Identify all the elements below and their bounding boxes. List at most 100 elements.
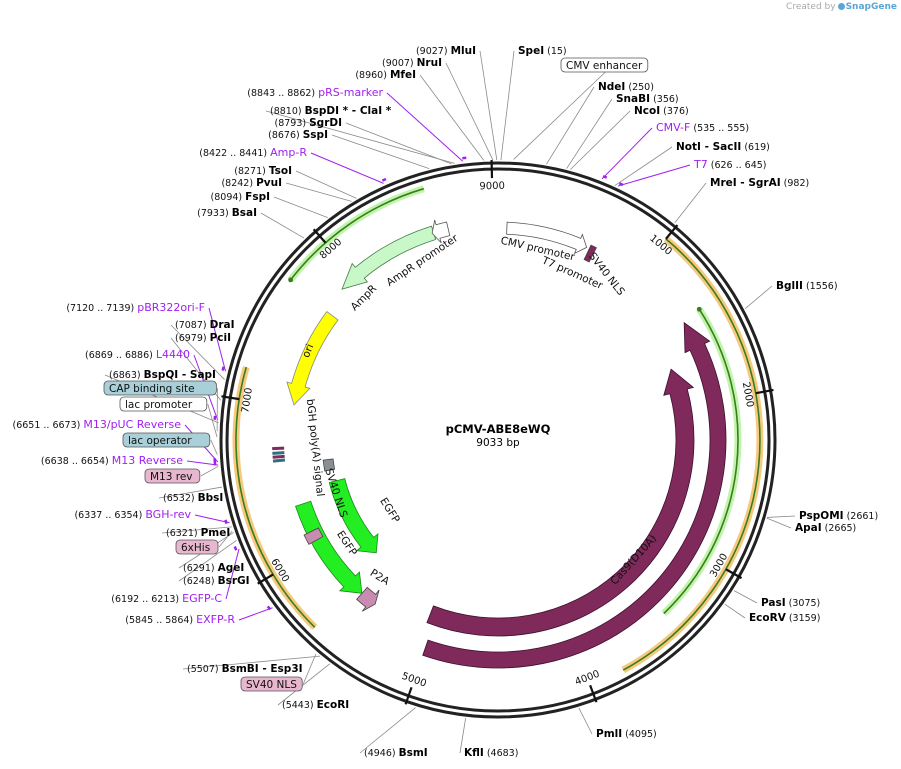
site-kfli[interactable]: KflI (4683) bbox=[464, 747, 518, 759]
site-mrei[interactable]: MreI - SgrAI (982) bbox=[710, 177, 809, 189]
site-noti[interactable]: NotI - SacII (619) bbox=[676, 141, 770, 153]
primer-exfp-r[interactable]: (5845 .. 5864) EXFP-R bbox=[125, 613, 235, 626]
site-position: (6291) bbox=[183, 563, 218, 574]
primer-egfp-c[interactable]: (6192 .. 6213) EGFP-C bbox=[111, 592, 222, 605]
site-mlui[interactable]: (9027) MluI bbox=[416, 45, 476, 57]
primer-m13-puc-reverse[interactable]: (6651 .. 6673) M13/pUC Reverse bbox=[13, 418, 182, 431]
box-label-cmv-enhancer[interactable]: CMV enhancer bbox=[560, 57, 649, 73]
ampr-promoter-feature[interactable] bbox=[431, 219, 451, 244]
ampr-feature[interactable] bbox=[341, 225, 437, 290]
backbone-outer bbox=[219, 161, 777, 719]
primer-m13-reverse[interactable]: (6638 .. 6654) M13 Reverse bbox=[41, 454, 183, 467]
primer-t7[interactable]: T7 (626 .. 645) bbox=[693, 158, 767, 171]
site-label: (4946) BsmI bbox=[364, 747, 428, 759]
site-spei[interactable]: SpeI (15) bbox=[518, 45, 567, 57]
box-label-lac-promoter[interactable]: lac promoter bbox=[119, 396, 208, 412]
primer-name: Amp-R bbox=[270, 146, 307, 159]
leader-line bbox=[614, 146, 673, 186]
site-position: (4683) bbox=[484, 748, 519, 759]
site-bbsi[interactable]: (6532) BbsI bbox=[163, 492, 223, 504]
site-label: PasI (3075) bbox=[761, 597, 820, 609]
site-ecorv[interactable]: EcoRV (3159) bbox=[749, 612, 820, 624]
site-ndei[interactable]: NdeI (250) bbox=[598, 81, 654, 93]
primer-label: (8843 .. 8862) pRS-marker bbox=[247, 86, 383, 99]
site-sspi[interactable]: (8676) SspI bbox=[268, 129, 328, 141]
site-bsrgi[interactable]: (6248) BsrGI bbox=[183, 575, 250, 587]
feature-label-cas9: Cas9 bbox=[596, 515, 625, 544]
primer-range: (8422 .. 8441) bbox=[199, 148, 270, 159]
leader-line bbox=[445, 62, 494, 161]
egfp-inner-feature[interactable] bbox=[328, 478, 379, 554]
site-label: (6248) BsrGI bbox=[183, 575, 250, 587]
site-bspdi[interactable]: (8810) BspDI * - ClaI * bbox=[270, 105, 392, 117]
site-position: (619) bbox=[741, 142, 770, 153]
bgh-polya-feature[interactable] bbox=[322, 458, 336, 472]
sv40-nls-top-feature[interactable] bbox=[583, 244, 597, 263]
primer-leader bbox=[194, 514, 230, 524]
egfp-outer-feature[interactable] bbox=[295, 500, 363, 594]
box-label-m13-rev[interactable]: M13 rev bbox=[144, 468, 201, 484]
box-label-text: M13 rev bbox=[150, 471, 193, 483]
site-fspi[interactable]: (8094) FspI bbox=[211, 191, 270, 203]
leader-line bbox=[161, 526, 232, 534]
leader-line bbox=[260, 212, 305, 239]
sv40-nls-mid-feature[interactable] bbox=[303, 527, 324, 545]
site-pvui[interactable]: (8242) PvuI bbox=[221, 177, 282, 189]
site-label: (6863) BspQI - SapI bbox=[109, 369, 216, 381]
site-tsoi[interactable]: (8271) TsoI bbox=[234, 165, 292, 177]
site-ncoi[interactable]: NcoI (376) bbox=[634, 105, 689, 117]
orf-arrow-head bbox=[696, 306, 702, 312]
primer-pbr322ori-f[interactable]: (7120 .. 7139) pBR322ori-F bbox=[66, 301, 205, 314]
site-label: KflI (4683) bbox=[464, 747, 518, 759]
site-bsmbi[interactable]: (5507) BsmBI - Esp3I bbox=[187, 663, 303, 675]
primer-label: (7120 .. 7139) pBR322ori-F bbox=[66, 301, 205, 314]
box-label-cap-binding[interactable]: CAP binding site bbox=[103, 380, 217, 396]
site-ecori[interactable]: (5443) EcoRI bbox=[282, 699, 349, 711]
primer-amp-r[interactable]: (8422 .. 8441) Amp-R bbox=[199, 146, 307, 159]
primer-prs-marker[interactable]: (8843 .. 8862) pRS-marker bbox=[247, 86, 383, 99]
primer-leader bbox=[186, 460, 219, 466]
leader-line bbox=[744, 285, 773, 309]
cmv-promoter-feature[interactable] bbox=[506, 221, 588, 255]
site-pmei[interactable]: (6321) PmeI bbox=[166, 527, 230, 539]
site-label: (5443) EcoRI bbox=[282, 699, 349, 711]
site-mfei[interactable]: (8960) MfeI bbox=[355, 69, 416, 81]
site-pcii[interactable]: (6979) PciI bbox=[175, 332, 231, 344]
site-snabi[interactable]: SnaBI (356) bbox=[616, 93, 679, 105]
primer-range: (7120 .. 7139) bbox=[66, 303, 137, 314]
ori-feature[interactable] bbox=[286, 311, 339, 406]
primer-bgh-rev[interactable]: (6337 .. 6354) BGH-rev bbox=[74, 508, 191, 521]
site-pspomi[interactable]: PspOMI (2661) bbox=[799, 510, 878, 522]
site-nrui[interactable]: (9007) NruI bbox=[382, 57, 442, 69]
site-bsmi[interactable]: (4946) BsmI bbox=[364, 747, 428, 759]
site-bsai[interactable]: (7933) BsaI bbox=[197, 207, 257, 219]
site-drai[interactable]: (7087) DraI bbox=[175, 319, 235, 331]
site-position: (1556) bbox=[803, 281, 838, 292]
site-position: (6532) bbox=[163, 493, 198, 504]
cas9-arc[interactable] bbox=[426, 368, 695, 637]
watermark-brand: SnapGene bbox=[845, 2, 897, 12]
box-label-lac-operator[interactable]: lac operator bbox=[122, 432, 211, 448]
site-pasi[interactable]: PasI (3075) bbox=[761, 597, 820, 609]
tick-label: 7000 bbox=[240, 387, 255, 414]
box-label-frame bbox=[240, 676, 303, 692]
site-name: BsrGI bbox=[218, 575, 250, 587]
box-label-his6[interactable]: 6xHis bbox=[175, 539, 219, 555]
site-pmli[interactable]: PmlI (4095) bbox=[596, 728, 657, 740]
site-bglii[interactable]: BglII (1556) bbox=[776, 280, 838, 292]
primer-range: (6638 .. 6654) bbox=[41, 456, 112, 467]
box-label-sv40-nls[interactable]: SV40 NLS bbox=[240, 676, 303, 692]
primer-cmv-f[interactable]: CMV-F (535 .. 555) bbox=[656, 121, 749, 134]
cas9-d10a-arc[interactable] bbox=[422, 321, 727, 669]
primer-name: EXFP-R bbox=[196, 613, 235, 626]
site-apai[interactable]: ApaI (2665) bbox=[795, 522, 856, 534]
primer-range: (6337 .. 6354) bbox=[74, 510, 145, 521]
box-leader bbox=[200, 465, 219, 477]
primer-l4440[interactable]: (6869 .. 6886) L4440 bbox=[85, 348, 190, 361]
primer-name: pBR322ori-F bbox=[137, 301, 205, 314]
site-position: (376) bbox=[660, 106, 689, 117]
site-sgrdi[interactable]: (8793) SgrDI bbox=[275, 117, 343, 129]
site-agei[interactable]: (6291) AgeI bbox=[183, 562, 244, 574]
site-bspqi[interactable]: (6863) BspQI - SapI bbox=[109, 369, 216, 381]
